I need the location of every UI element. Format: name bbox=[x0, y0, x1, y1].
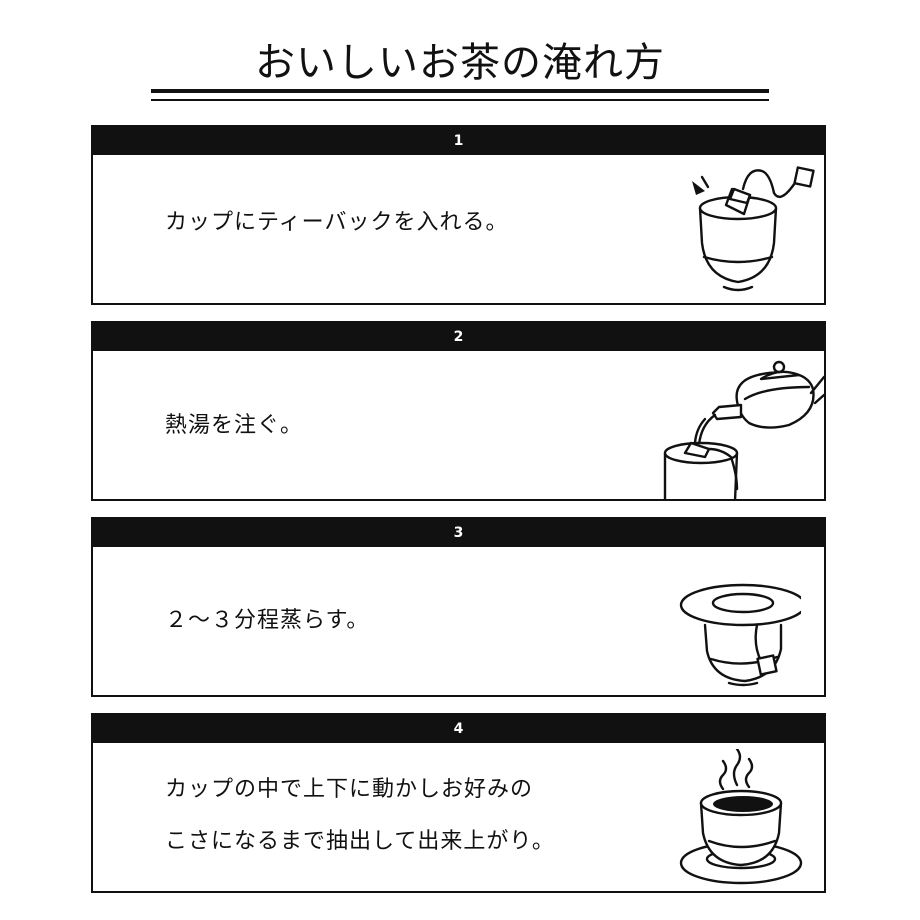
title-divider-thin bbox=[151, 99, 769, 101]
step-2-number: 2 bbox=[93, 323, 824, 351]
step-3-panel: 3 ２～３分程蒸らす。 bbox=[91, 517, 826, 697]
step-4-panel: 4 カップの中で上下に動かしお好みの こさになるまで抽出して出来上がり。 bbox=[91, 713, 826, 893]
title-divider-thick bbox=[151, 89, 769, 93]
step-2-panel: 2 熱湯を注ぐ。 bbox=[91, 321, 826, 503]
step-3-text: ２～３分程蒸らす。 bbox=[165, 608, 370, 633]
step-4-text-line-2: こさになるまで抽出して出来上がり。 bbox=[165, 829, 555, 854]
step-3-number: 3 bbox=[93, 519, 824, 547]
teapot-pouring-icon bbox=[661, 357, 826, 505]
step-2-text: 熱湯を注ぐ。 bbox=[165, 413, 304, 438]
step-4-number: 4 bbox=[93, 715, 824, 743]
step-1-panel: 1 カップにティーバックを入れる。 bbox=[91, 125, 826, 305]
step-1-number: 1 bbox=[93, 127, 824, 155]
teabag-into-cup-icon bbox=[688, 165, 818, 304]
step-4-text-line-1: カップの中で上下に動かしお好みの bbox=[165, 777, 534, 802]
step-1-text: カップにティーバックを入れる。 bbox=[165, 210, 509, 235]
covered-cup-icon bbox=[671, 579, 807, 693]
page-title: おいしいお茶の淹れ方 bbox=[255, 40, 665, 86]
steaming-tea-cup-icon bbox=[679, 747, 809, 891]
